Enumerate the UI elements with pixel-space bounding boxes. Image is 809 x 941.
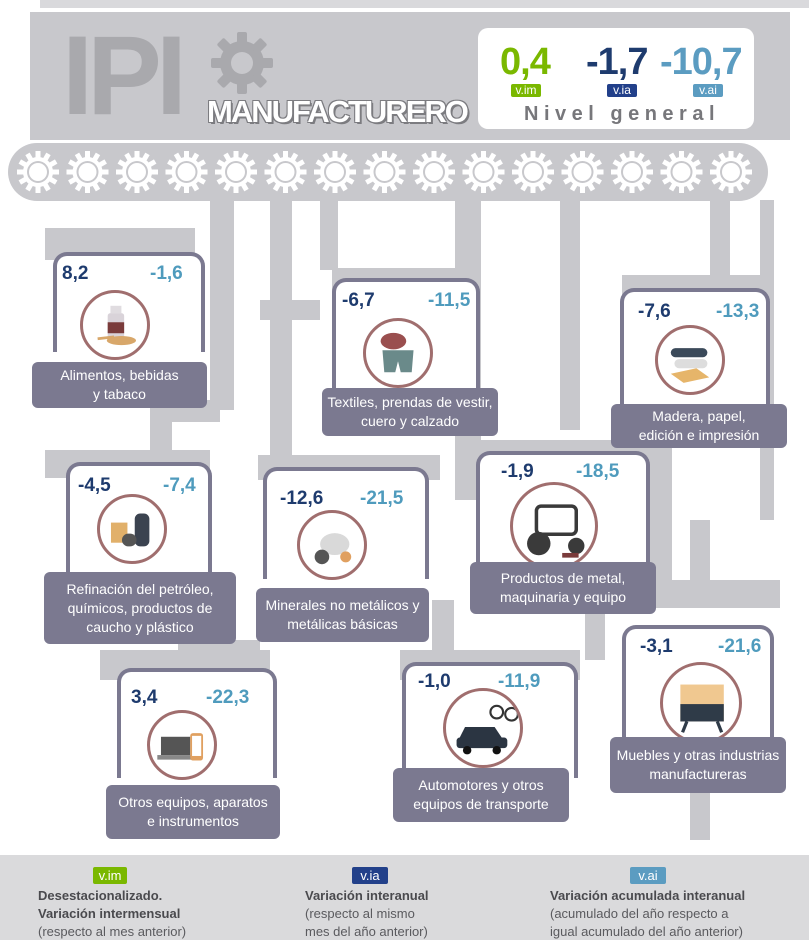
legend-via-text: Variación interanual (respecto al mismo … <box>305 888 429 939</box>
legend-vai-badge: v.ai <box>630 867 666 884</box>
sector-vai-value: -7,4 <box>163 475 196 496</box>
food-beverage-icon <box>97 305 137 346</box>
legend-via-badge: v.ia <box>352 867 388 884</box>
sector-via-value: -1,9 <box>501 461 534 482</box>
sector-label-line: maquinaria y equipo <box>499 589 627 605</box>
sector-label: Refinación del petróleo, químicos, produc… <box>44 572 236 644</box>
conveyor-gear-icon <box>264 151 307 193</box>
sector-label-line: y tabaco <box>93 386 146 402</box>
conveyor-gear-icon <box>561 151 604 193</box>
sector-label-line: Textiles, prendas de vestir, <box>327 394 493 410</box>
nivel-vim-badge: v.im <box>511 84 541 97</box>
page-title: IPI <box>62 13 187 138</box>
conveyor-gear-icon <box>116 151 158 193</box>
sector-via-value: -7,6 <box>638 301 671 322</box>
sector-icon-circle <box>80 290 150 360</box>
conveyor-gear-icon <box>363 151 406 193</box>
sector-label-line: metálicas básicas <box>287 616 398 632</box>
conveyor-gear-icon <box>17 151 59 193</box>
sector-via-value: 3,4 <box>131 687 158 708</box>
nivel-vim-value: 0,4 <box>500 41 551 83</box>
sector-label: Automotores y otros equipos de transporte <box>393 768 569 822</box>
sector-vai-value: -1,6 <box>150 263 183 284</box>
page-subtitle: MANUFACTURERO <box>207 94 469 129</box>
conveyor-gear-icon <box>314 151 356 193</box>
nivel-general-label: Nivel general <box>524 103 721 125</box>
sector-via-value: -4,5 <box>78 475 111 496</box>
sector-label-line: equipos de transporte <box>413 796 549 812</box>
sector-icon-circle <box>147 710 217 780</box>
sector-label-line: cuero y calzado <box>360 413 460 429</box>
sector-label-line: Madera, papel, <box>652 408 746 424</box>
conveyor-gear-icon <box>165 151 208 193</box>
laptop-phone-icon <box>157 733 204 761</box>
sector-label-line: e instrumentos <box>147 813 239 829</box>
sector-label-line: edición e impresión <box>638 427 760 443</box>
sector-icon-circle <box>655 325 725 395</box>
sector-vai-value: -13,3 <box>716 301 760 322</box>
sector-label-line: Otros equipos, aparatos <box>118 794 268 810</box>
sector-label: Minerales no metálicos y metálicas básica… <box>256 588 429 642</box>
nivel-via-badge: v.ia <box>607 84 637 97</box>
sector-label-line: químicos, productos de <box>67 599 213 616</box>
textile-icon <box>380 332 414 373</box>
legend-vai-text: Variación acumulada interanual (acumulad… <box>550 888 746 939</box>
car-motorcycle-icon <box>456 704 519 755</box>
conveyor-gear-icon <box>413 151 455 193</box>
sector-label: Textiles, prendas de vestir, cuero y calz… <box>322 388 498 436</box>
sector-icon-circle <box>510 482 598 570</box>
sector-label-line: Refinación del petróleo, <box>66 580 214 597</box>
nivel-vai-value: -10,7 <box>660 41 743 83</box>
sector-label: Alimentos, bebidas y tabaco <box>32 362 207 408</box>
sector-vai-value: -21,6 <box>718 636 762 657</box>
legend-vim-text: Desestacionalizado. Variación intermensu… <box>38 888 187 939</box>
furniture-icon <box>680 684 724 733</box>
tractor-icon <box>527 504 585 558</box>
sector-label: Madera, papel, edición e impresión <box>611 404 787 448</box>
sector-via-value: -1,0 <box>418 671 451 692</box>
paper-rolls-icon <box>670 348 710 383</box>
sector-via-value: -12,6 <box>280 488 324 509</box>
legend-footer: v.im Desestacionalizado. Variación inter… <box>0 855 809 940</box>
nivel-vai-badge: v.ai <box>693 84 723 97</box>
sector-vai-value: -21,5 <box>360 488 404 509</box>
sector-via-value: 8,2 <box>62 263 89 284</box>
conveyor-gear-icon <box>660 151 703 193</box>
conveyor-gear-icon <box>710 151 752 193</box>
sector-label: Otros equipos, aparatos e instrumentos <box>106 785 280 839</box>
sector-vai-value: -11,5 <box>428 290 471 311</box>
sector-label-line: Muebles y otras industrias <box>616 747 780 763</box>
sector-via-value: -3,1 <box>640 636 673 657</box>
cement-mixer-icon <box>314 533 352 565</box>
sector-vai-value: -11,9 <box>498 671 541 692</box>
chemicals-icon <box>110 513 150 547</box>
sector-label-line: Productos de metal, <box>500 570 626 586</box>
sector-vai-value: -22,3 <box>206 687 250 708</box>
sector-label-line: Automotores y otros <box>418 777 544 793</box>
sector-label-line: Minerales no metálicos y <box>265 597 420 613</box>
sector-vai-value: -18,5 <box>576 461 620 482</box>
sector-label-line: Alimentos, bebidas <box>60 367 179 383</box>
sector-label: Productos de metal, maquinaria y equipo <box>470 562 656 614</box>
sector-icon-circle <box>97 494 167 564</box>
conveyor-gear-icon <box>512 151 554 193</box>
conveyor-gears <box>17 151 752 193</box>
nivel-general-panel <box>478 28 754 129</box>
sector-icon-circle <box>363 318 433 388</box>
gear-icon <box>211 32 273 94</box>
sector-icon-circle <box>297 510 367 580</box>
sector-label-line: caucho y plástico <box>86 618 194 635</box>
sector-label: Muebles y otras industrias manufactureras <box>610 737 786 793</box>
conveyor-gear-icon <box>215 151 257 193</box>
sector-via-value: -6,7 <box>342 290 375 311</box>
sector-icon-circle <box>660 662 742 744</box>
conveyor-gear-icon <box>611 151 653 193</box>
nivel-via-value: -1,7 <box>586 41 648 83</box>
sector-icon-circle <box>443 688 523 768</box>
legend-vim-badge: v.im <box>93 867 127 884</box>
conveyor-gear-icon <box>66 151 109 193</box>
sector-label-line: manufactureras <box>649 766 747 782</box>
conveyor-gear-icon <box>462 151 505 193</box>
